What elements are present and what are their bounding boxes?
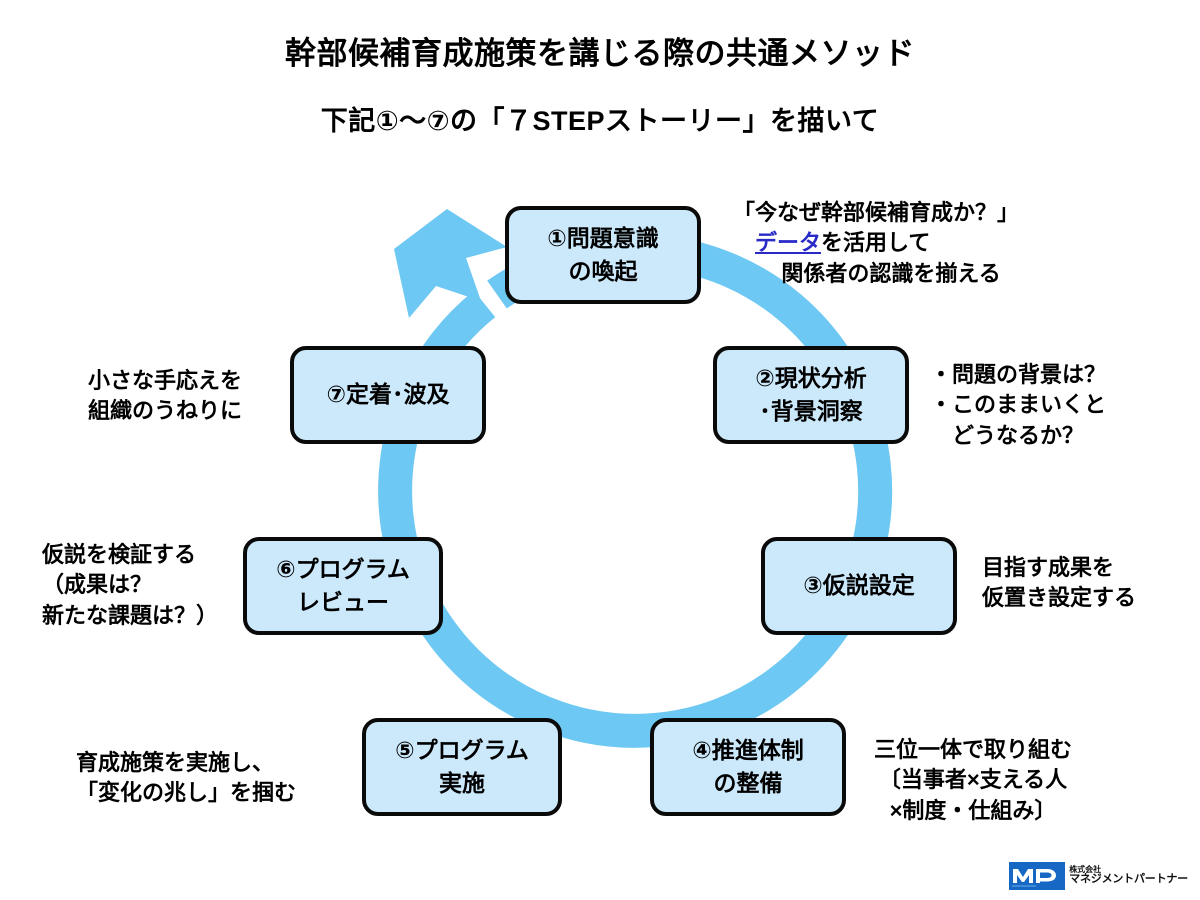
step-box-7[interactable]: ⑦定着･波及 <box>290 346 486 444</box>
step-6-line-1: ⑥プログラム <box>276 555 410 582</box>
step-2-line-2: ･背景洞察 <box>759 398 863 424</box>
note-step-3: 目指す成果を 仮置き設定する <box>982 553 1136 614</box>
logo-company-prefix: 株式会社 <box>1069 865 1102 875</box>
note-step-7-line-1: 小さな手応えを <box>88 368 243 393</box>
step-6-line-2: レビュー <box>297 589 389 615</box>
note-step-4: 三位一体で取り組む 〔当事者×支える人 ×制度・仕組み〕 <box>874 735 1072 826</box>
note-step-5-line-2: 「変化の兆し」を掴む <box>76 780 297 806</box>
step-box-1[interactable]: ①問題意識 の喚起 <box>505 206 701 304</box>
note-step-1-highlight: データ <box>755 230 822 256</box>
step-1-line-1: ①問題意識 <box>547 224 659 251</box>
step-box-2[interactable]: ②現状分析 ･背景洞察 <box>713 346 909 444</box>
note-step-5-line-1: 育成施策を実施し、 <box>76 750 275 775</box>
logo-company-name: マネジメントパートナー <box>1069 873 1188 886</box>
note-step-1: 「今なぜ幹部候補育成か？」 データを活用して 関係者の認識を揃える <box>733 198 1019 289</box>
step-5-line-1: ⑤プログラム <box>395 736 529 763</box>
logo-wordmark: 株式会社 マネジメントパートナー <box>1069 865 1188 886</box>
note-step-1-line-2-rest: を活用して <box>821 230 931 256</box>
page-title: 幹部候補育成施策を講じる際の共通メソッド <box>285 36 915 71</box>
note-step-4-line-2: 〔当事者×支える人 <box>878 767 1068 793</box>
step-box-5[interactable]: ⑤プログラム 実施 <box>362 718 562 816</box>
step-7-line-1: ⑦定着･波及 <box>326 381 450 408</box>
note-step-6-line-3: 新たな課題は？） <box>42 602 219 628</box>
note-step-7-line-2: 組織のうねりに <box>88 398 243 424</box>
note-step-3-line-2: 仮置き設定する <box>982 585 1137 611</box>
step-box-3[interactable]: ③仮説設定 <box>761 537 957 635</box>
note-step-2-line-2: ・このままいくと <box>930 392 1107 418</box>
note-step-2: ・問題の背景は？ ・このままいくと どうなるか？ <box>930 360 1106 451</box>
step-5-line-2: 実施 <box>439 770 485 796</box>
note-step-4-line-3: ×制度・仕組み〕 <box>889 797 1057 823</box>
mp-mark-icon <box>1009 862 1066 890</box>
step-box-4[interactable]: ④推進体制 の整備 <box>650 718 846 816</box>
note-step-1-line-1: 「今なぜ幹部候補育成か？」 <box>733 200 1020 225</box>
note-step-5: 育成施策を実施し、 「変化の兆し」を掴む <box>76 748 296 809</box>
company-logo: 株式会社 マネジメントパートナー <box>1009 862 1188 890</box>
step-2-line-1: ②現状分析 <box>755 364 867 391</box>
note-step-7: 小さな手応えを 組織のうねりに <box>88 366 242 427</box>
step-4-line-1: ④推進体制 <box>692 736 804 763</box>
step-4-line-2: の整備 <box>713 770 783 796</box>
step-3-line-1: ③仮説設定 <box>803 572 915 599</box>
step-1-line-2: の喚起 <box>568 258 638 284</box>
note-step-6-line-1: 仮説を検証する <box>42 542 197 567</box>
page-subtitle: 下記①〜⑦の「７STEPストーリー」を描いて <box>320 106 880 136</box>
note-step-6-line-2: （成果は？ <box>42 572 153 598</box>
note-step-3-line-1: 目指す成果を <box>982 555 1115 580</box>
note-step-4-line-1: 三位一体で取り組む <box>874 737 1073 762</box>
note-step-2-line-1: ・問題の背景は？ <box>930 362 1107 387</box>
note-step-1-line-3: 関係者の認識を揃える <box>781 260 1001 286</box>
step-box-6[interactable]: ⑥プログラム レビュー <box>243 537 443 635</box>
note-step-1-line-2: データを活用して <box>733 228 1019 258</box>
note-step-6: 仮説を検証する （成果は？ 新たな課題は？） <box>42 540 218 631</box>
note-step-2-line-3: どうなるか？ <box>952 422 1085 448</box>
